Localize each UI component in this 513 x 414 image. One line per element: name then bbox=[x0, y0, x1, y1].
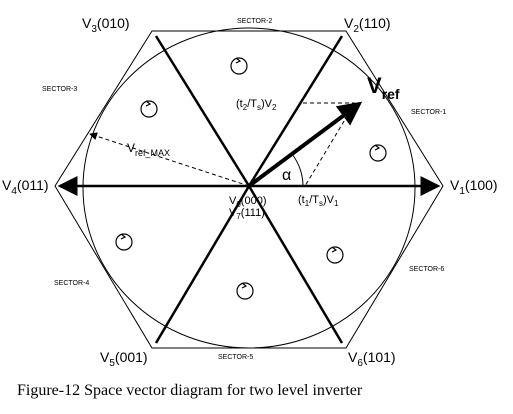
label-t1-component: (t1/Ts)V1 bbox=[298, 194, 339, 208]
rotation-icon bbox=[326, 246, 344, 264]
vector-v6-line bbox=[247, 185, 344, 344]
label-v7: V7(111) bbox=[229, 207, 265, 221]
label-sector-3: SECTOR-3 bbox=[42, 86, 77, 93]
rotation-icon bbox=[230, 57, 248, 75]
label-vref-max: Vref_MAX bbox=[127, 141, 170, 158]
rotation-icon bbox=[369, 144, 387, 162]
vector-v2-line bbox=[247, 35, 344, 187]
label-t2-component: (t2/Ts)V2 bbox=[236, 98, 277, 112]
label-alpha: α bbox=[282, 167, 291, 184]
label-v2: V2(110) bbox=[344, 15, 391, 35]
label-v0: V0(000) bbox=[229, 195, 266, 209]
label-sector-6: SECTOR-6 bbox=[409, 266, 444, 273]
label-vref: Vref bbox=[367, 73, 400, 102]
hexagon-boundary bbox=[54, 30, 444, 349]
label-v1: V1(100) bbox=[450, 177, 498, 197]
label-v4: V4(011) bbox=[2, 177, 49, 197]
rotation-icon bbox=[236, 282, 254, 300]
rotation-icon bbox=[115, 233, 133, 251]
vector-v3-line bbox=[154, 35, 251, 187]
angle-arc bbox=[291, 153, 304, 187]
vref-arrow bbox=[247, 101, 363, 188]
label-v3: V3(010) bbox=[82, 15, 130, 35]
figure-caption: Figure-12 Space vector diagram for two l… bbox=[17, 382, 363, 399]
rotation-icon bbox=[140, 100, 158, 118]
max-circle bbox=[82, 27, 416, 349]
label-sector-4: SECTOR-4 bbox=[54, 280, 89, 287]
label-sector-2: SECTOR-2 bbox=[237, 18, 272, 25]
rotation-symbols bbox=[115, 57, 387, 300]
vector-v5-line bbox=[154, 185, 251, 344]
label-sector-1: SECTOR-1 bbox=[411, 109, 446, 116]
t1-dashed bbox=[304, 102, 356, 187]
vref-max-dashed bbox=[89, 132, 250, 187]
label-sector-5: SECTOR-5 bbox=[218, 354, 253, 361]
label-v6: V6(101) bbox=[348, 349, 396, 369]
label-v5: V5(001) bbox=[100, 349, 148, 369]
